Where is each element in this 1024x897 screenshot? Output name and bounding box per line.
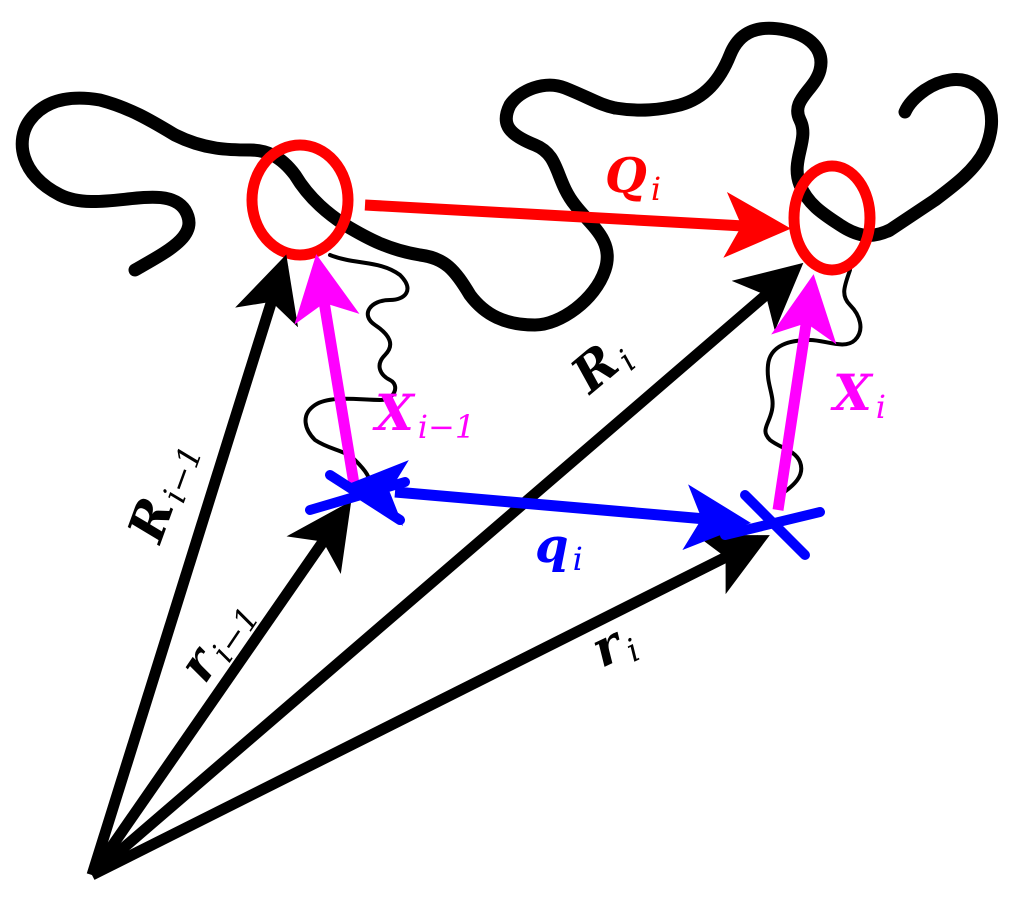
right-red-circle (788, 160, 876, 276)
left-tether-thin (303, 253, 410, 492)
R-i-arrow (88, 262, 804, 880)
R-im1-arrow (86, 254, 299, 877)
r-im1-arrow (87, 500, 352, 879)
r-i-arrow (89, 535, 770, 880)
X-i-arrow (771, 274, 837, 511)
right-blue-cross (720, 490, 825, 560)
X-im1-arrow (294, 254, 361, 491)
left-polymer-chain (15, 78, 622, 332)
Q-arrow (364, 192, 791, 258)
left-red-circle (246, 139, 354, 261)
label-R-i: Ri (558, 323, 643, 408)
right-polymer-chain (608, 21, 999, 242)
q-arrow (340, 460, 751, 551)
left-blue-cross (305, 470, 410, 525)
right-tether-thin (763, 268, 863, 497)
